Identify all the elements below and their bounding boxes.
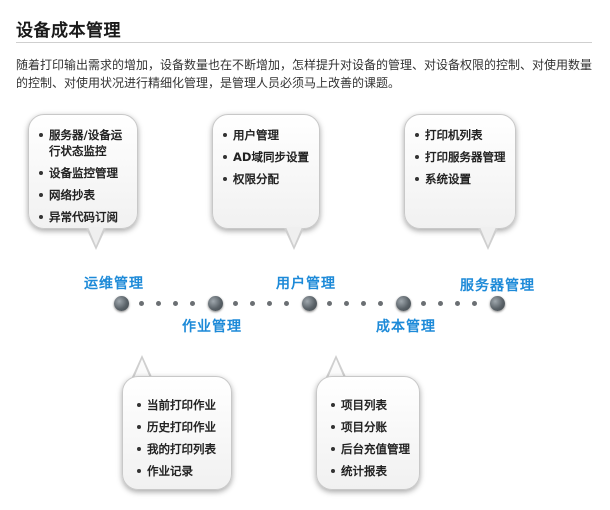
label-user: 用户管理: [276, 276, 336, 292]
timeline-dot: [378, 301, 383, 306]
ops-bubble: 服务器/设备运行状态监控 设备监控管理 网络抄表 异常代码订阅: [28, 114, 138, 229]
timeline-dot: [421, 301, 426, 306]
timeline-dot: [361, 301, 366, 306]
server-item: 系统设置: [413, 171, 507, 187]
label-cost: 成本管理: [376, 319, 436, 335]
job-item: 作业记录: [135, 463, 223, 479]
timeline-dot: [190, 301, 195, 306]
node-job: [208, 296, 223, 311]
ops-item: 服务器/设备运行状态监控: [37, 127, 129, 159]
cost-item: 后台充值管理: [329, 441, 411, 457]
label-server: 服务器管理: [460, 278, 535, 294]
page-title: 设备成本管理: [16, 21, 121, 41]
server-item: 打印服务器管理: [413, 149, 507, 165]
job-bubble-tail: [132, 355, 152, 378]
timeline-dot: [156, 301, 161, 306]
timeline-dot: [472, 301, 477, 306]
ops-item: 异常代码订阅: [37, 209, 129, 225]
timeline-dot: [438, 301, 443, 306]
user-bubble: 用户管理 AD域同步设置 权限分配: [212, 114, 320, 229]
cost-item: 统计报表: [329, 463, 411, 479]
user-bubble-tail: [284, 227, 304, 250]
job-item: 我的打印列表: [135, 441, 223, 457]
server-feature-list: 打印机列表 打印服务器管理 系统设置: [413, 127, 507, 187]
node-server: [490, 296, 505, 311]
cost-item: 项目分账: [329, 419, 411, 435]
user-item: 用户管理: [221, 127, 311, 143]
server-bubble: 打印机列表 打印服务器管理 系统设置: [404, 114, 516, 229]
timeline-dot: [455, 301, 460, 306]
server-item: 打印机列表: [413, 127, 507, 143]
ops-feature-list: 服务器/设备运行状态监控 设备监控管理 网络抄表 异常代码订阅: [37, 127, 129, 225]
ops-bubble-tail: [86, 227, 106, 250]
label-job: 作业管理: [182, 319, 242, 335]
cost-bubble-tail: [326, 355, 346, 378]
user-feature-list: 用户管理 AD域同步设置 权限分配: [221, 127, 311, 187]
user-item: 权限分配: [221, 171, 311, 187]
job-feature-list: 当前打印作业 历史打印作业 我的打印列表 作业记录: [135, 397, 223, 479]
cost-bubble: 项目列表 项目分账 后台充值管理 统计报表: [316, 376, 420, 490]
user-item: AD域同步设置: [221, 149, 311, 165]
cost-feature-list: 项目列表 项目分账 后台充值管理 统计报表: [329, 397, 411, 479]
label-ops: 运维管理: [84, 276, 144, 292]
intro-paragraph: 随着打印输出需求的增加，设备数量也在不断增加，怎样提升对设备的管理、对设备权限的…: [16, 58, 593, 90]
node-ops: [114, 296, 129, 311]
node-user: [302, 296, 317, 311]
timeline-dot: [267, 301, 272, 306]
node-cost: [396, 296, 411, 311]
timeline-dot: [250, 301, 255, 306]
job-item: 历史打印作业: [135, 419, 223, 435]
ops-item: 网络抄表: [37, 187, 129, 203]
cost-item: 项目列表: [329, 397, 411, 413]
timeline-dot: [173, 301, 178, 306]
timeline-dot: [344, 301, 349, 306]
job-item: 当前打印作业: [135, 397, 223, 413]
title-divider: [16, 42, 592, 43]
timeline-dot: [284, 301, 289, 306]
job-bubble: 当前打印作业 历史打印作业 我的打印列表 作业记录: [122, 376, 232, 490]
ops-item: 设备监控管理: [37, 165, 129, 181]
server-bubble-tail: [478, 227, 498, 250]
timeline-dot: [327, 301, 332, 306]
timeline-dot: [139, 301, 144, 306]
timeline-dot: [233, 301, 238, 306]
